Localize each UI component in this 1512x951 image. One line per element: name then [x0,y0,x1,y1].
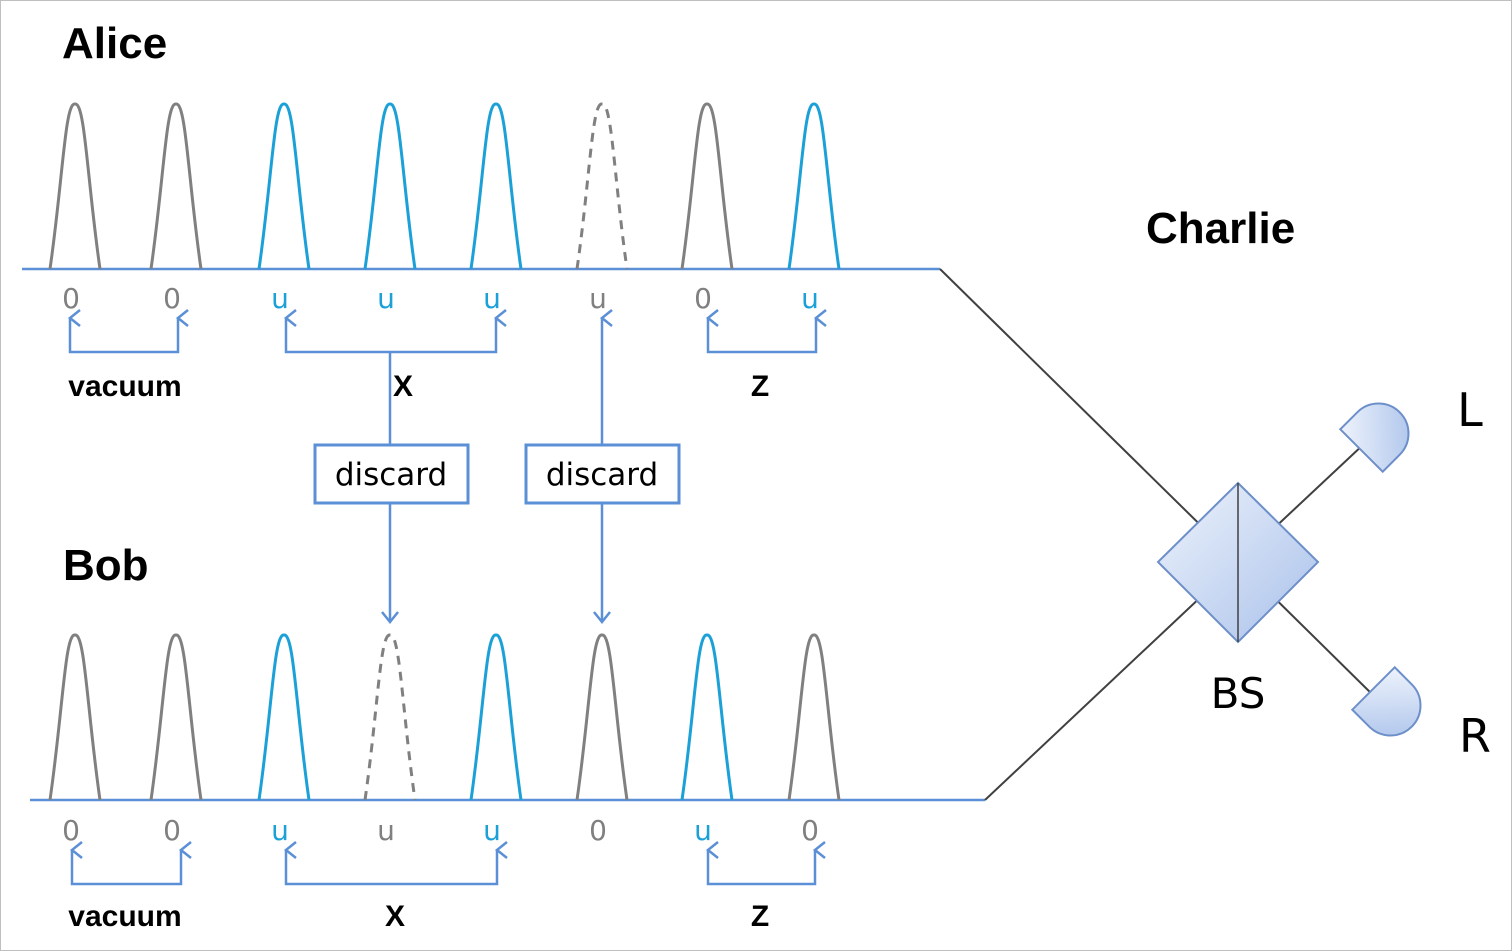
discard-box-2: discard [524,443,681,505]
bob-pulse-label-8: 0 [801,814,819,847]
alice-pulse-7 [680,102,734,270]
detector-l-body [1338,402,1410,474]
bob-pulse-label-6: 0 [589,814,607,847]
alice-pulse-1 [48,102,102,270]
discard-box-1-frame [313,443,470,505]
alice-pulse-label-3: u [271,282,289,315]
detector-l [1338,402,1410,474]
bob-channel [984,561,1239,801]
bob-pulse-label-2: 0 [163,814,181,847]
bob-pulse-2 [149,633,203,801]
alice-pulse-label-7: 0 [694,282,712,315]
alice-pulse-5 [469,102,523,270]
detector-r-label: R [1459,709,1491,763]
alice-pulse-3 [257,102,311,270]
alice-vacuum-bracket [67,309,189,354]
bob-z-bracket [705,841,826,886]
discard-box-1: discard [313,443,470,505]
bob-pulse-label-5: u [483,814,501,847]
alice-title: Alice [62,19,167,68]
alice-pulse-label-5: u [483,282,501,315]
discard-box-1-label: discard [335,457,447,493]
detector-l-label: L [1457,383,1483,437]
alice-pulse-8 [787,102,841,270]
alice-pulse-label-6: u [589,282,607,315]
charlie-title: Charlie [1146,204,1295,253]
alice-pulse-train: 0 0 u u u u 0 u [48,102,841,315]
bob-x-bracket [283,841,508,886]
bob-pulse-label-3: u [271,814,289,847]
bob-pulse-label-7: u [694,814,712,847]
bob-vacuum-label: vacuum [68,900,181,933]
bob-pulse-label-1: 0 [62,814,80,847]
beamsplitter-label: BS [1211,669,1266,718]
bob-pulse-5 [469,633,523,801]
bob-pulse-8 [787,633,841,801]
alice-pulse-label-4: u [377,282,395,315]
detector-r [1350,665,1422,737]
bob-brackets [69,841,826,886]
alice-pulse-label-8: u [801,282,819,315]
bob-z-label: Z [751,900,769,933]
alice-pulse-2 [149,102,203,270]
bob-vacuum-bracket [69,841,192,886]
bob-pulse-7 [680,633,734,801]
alice-z-bracket [705,309,827,354]
alice-brackets [67,309,827,354]
alice-pulse-label-1: 0 [62,282,80,315]
alice-x-bracket [283,309,507,354]
alice-pulse-label-2: 0 [163,282,181,315]
detector-r-body [1350,665,1422,737]
alice-pulse-6 [575,102,629,270]
alice-channel [939,268,1239,563]
discard-box-2-label: discard [546,457,658,493]
bob-pulse-3 [257,633,311,801]
bob-pulse-4 [363,633,417,801]
alice-vacuum-label: vacuum [68,370,181,403]
bob-pulse-1 [48,633,102,801]
bob-pulse-6 [575,633,629,801]
bob-x-label: X [385,900,405,933]
alice-pulse-4 [363,102,417,270]
beamsplitter [1156,481,1320,644]
discard-box-2-frame [524,443,681,505]
alice-z-label: Z [751,370,769,403]
bob-pulse-label-4: u [377,814,395,847]
bob-title: Bob [63,541,149,590]
bob-pulse-train: 0 0 u u u 0 u 0 [48,633,841,847]
alice-x-label: X [393,370,413,403]
